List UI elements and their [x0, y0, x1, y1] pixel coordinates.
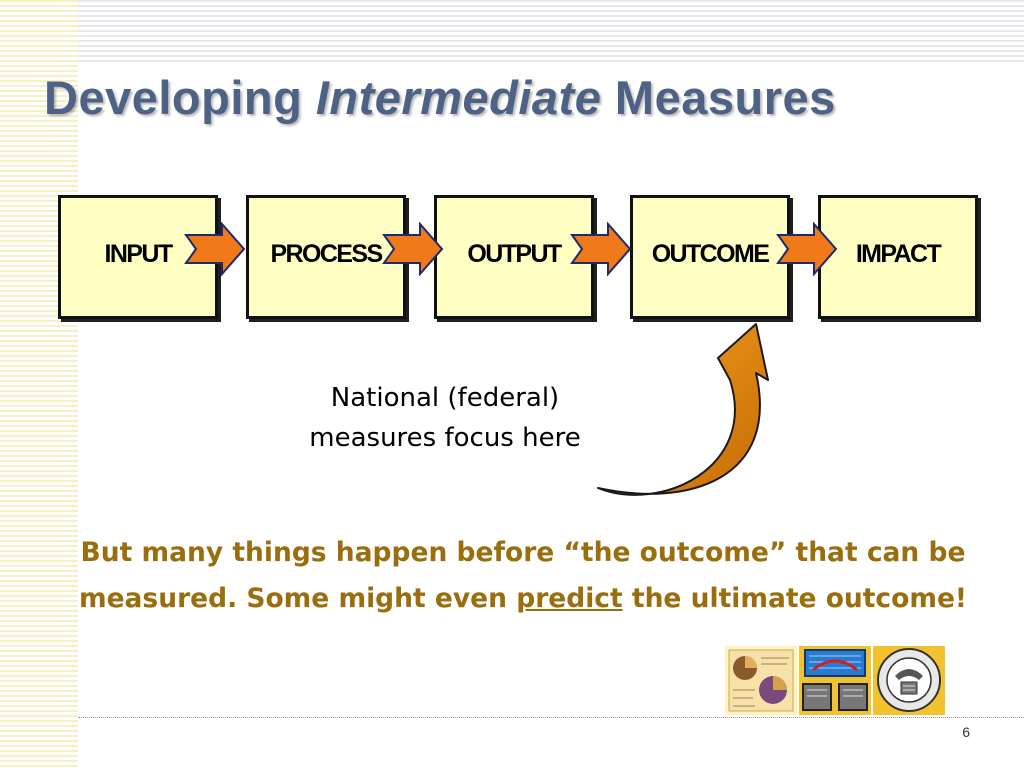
national-measures-note: National (federal) measures focus here — [240, 378, 650, 458]
key-message: But many things happen before “the outco… — [78, 530, 968, 622]
flow-arrow-icon — [570, 222, 632, 276]
pie-chart-document-clipart — [725, 646, 797, 715]
stage-label-process: PROCESS — [270, 239, 383, 268]
title-italic: Intermediate — [315, 71, 602, 124]
flow-arrow-icon — [776, 222, 838, 276]
stage-label-impact: IMPACT — [855, 239, 942, 268]
note-line-1: National (federal) — [330, 383, 560, 413]
message-part-2: the ultimate outcome! — [622, 583, 968, 614]
network-computers-clipart — [799, 646, 871, 715]
stage-box-impact: IMPACT — [818, 195, 978, 319]
title-suffix: Measures — [601, 71, 836, 124]
message-underlined-word: predict — [516, 583, 623, 614]
flow-arrow-icon — [382, 222, 444, 276]
department-of-labor-seal — [873, 646, 945, 715]
footer-divider — [78, 717, 1024, 718]
background-stripes-left — [0, 0, 78, 768]
logic-model-flow: INPUT PROCESS OUTPUT OUTCOME IMPACT — [0, 0, 1024, 330]
page-number: 6 — [962, 724, 970, 740]
title-prefix: Developing — [44, 71, 316, 124]
background-stripes-top — [78, 0, 1024, 62]
stage-box-outcome: OUTCOME — [630, 195, 790, 319]
stage-label-input: INPUT — [104, 239, 173, 268]
message-part-1: But many things happen before “the outco… — [78, 537, 966, 614]
stage-box-process: PROCESS — [246, 195, 406, 319]
stage-label-output: OUTPUT — [467, 239, 562, 268]
curved-arrow-icon — [597, 323, 769, 496]
stage-box-output: OUTPUT — [434, 195, 594, 319]
stage-label-outcome: OUTCOME — [651, 239, 770, 268]
slide-title: Developing Intermediate Measures — [44, 70, 1004, 125]
note-line-2: measures focus here — [309, 423, 581, 453]
flow-arrow-icon — [184, 222, 246, 276]
